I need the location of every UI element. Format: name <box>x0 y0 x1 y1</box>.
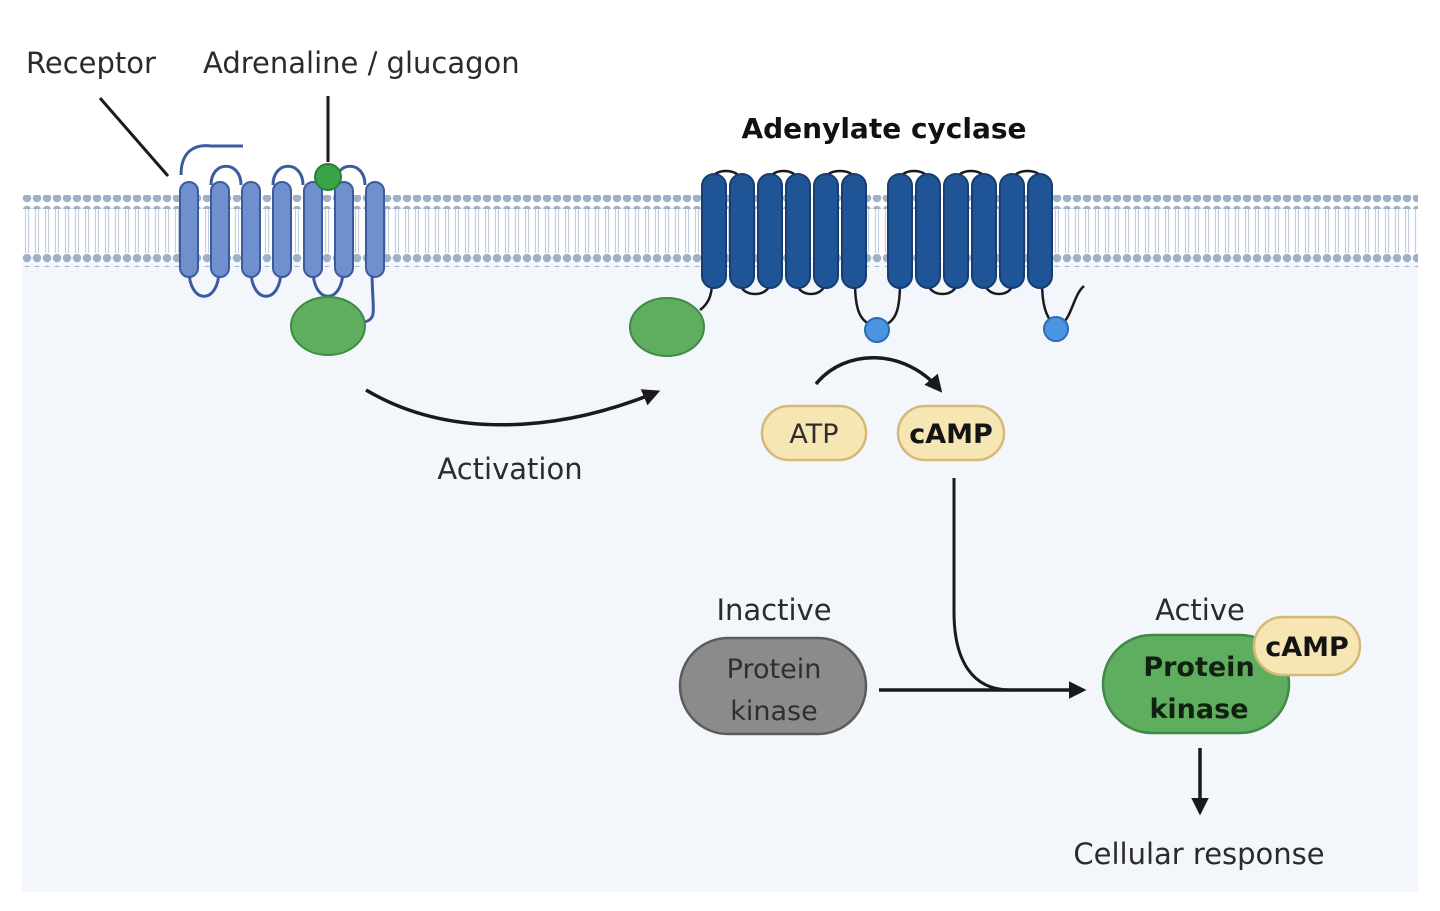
cyclase-helix <box>841 173 867 289</box>
cyclase-helix <box>729 173 755 289</box>
ligand-label: Adrenaline / glucagon <box>203 46 520 80</box>
camp-pill <box>896 404 1006 462</box>
cyclase-helix <box>785 173 811 289</box>
cellular-response-label: Cellular response <box>1073 837 1324 871</box>
inactive-protein-kinase <box>678 636 868 736</box>
receptor-helix <box>210 181 230 278</box>
active-kinase-line1: Protein <box>1143 652 1254 683</box>
active-label: Active <box>1155 593 1245 627</box>
receptor-helices <box>179 181 385 278</box>
phosphate-dot <box>864 317 890 343</box>
phosphate-dot <box>1043 316 1069 342</box>
g-protein-cyclase <box>629 297 705 357</box>
cyclase-helix <box>1027 173 1053 289</box>
cytoplasm-region <box>22 262 1418 892</box>
atp-label: ATP <box>789 419 838 450</box>
atp-to-camp-arrow <box>814 356 943 393</box>
inactive-kinase-line2: kinase <box>730 696 817 727</box>
cyclase-helix <box>701 173 727 289</box>
cyclase-helix <box>887 173 913 289</box>
adenylate-cyclase-label: Adenylate cyclase <box>741 112 1026 145</box>
receptor-pointer <box>98 97 170 177</box>
active-kinase-line2: kinase <box>1149 694 1248 725</box>
receptor-helix <box>334 181 354 278</box>
receptor-helix <box>179 181 199 278</box>
cyclase-helix <box>943 173 969 289</box>
cyclase-helix <box>757 173 783 289</box>
cyclase-helix <box>915 173 941 289</box>
camp-label: cAMP <box>909 419 993 450</box>
bound-camp-pill <box>1252 615 1362 677</box>
bound-camp-label: cAMP <box>1265 632 1349 663</box>
atp-pill <box>760 404 868 462</box>
receptor-helix <box>303 181 323 278</box>
activation-label: Activation <box>437 452 582 486</box>
cyclase-helix <box>999 173 1025 289</box>
receptor-helix <box>241 181 261 278</box>
active-protein-kinase <box>1101 633 1291 735</box>
receptor-helix <box>365 181 385 278</box>
activation-arrow <box>365 388 661 427</box>
receptor-helix <box>272 181 292 278</box>
inactive-label: Inactive <box>716 593 831 627</box>
adenylate-cyclase <box>701 173 1053 289</box>
ligand-molecule <box>314 163 342 191</box>
cyclase-helix <box>813 173 839 289</box>
inactive-kinase-line1: Protein <box>727 654 822 685</box>
g-protein-receptor <box>290 296 366 356</box>
cyclase-helix <box>971 173 997 289</box>
receptor-label: Receptor <box>26 46 156 80</box>
